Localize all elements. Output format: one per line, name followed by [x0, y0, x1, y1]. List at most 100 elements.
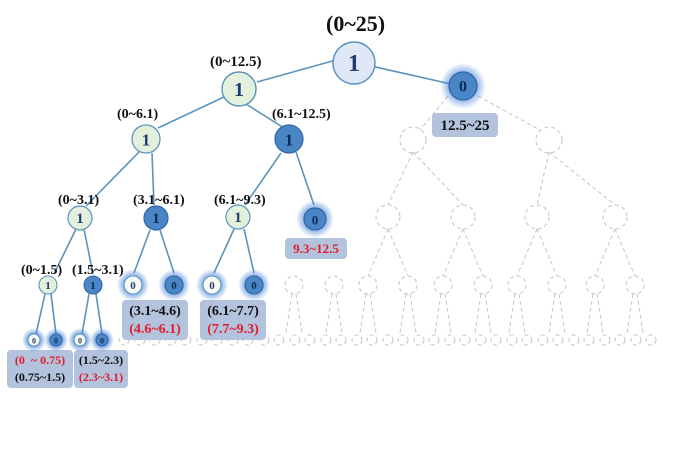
edge-61-31-61	[151, 152, 155, 206]
ghost-node	[324, 275, 344, 295]
ghost-edge	[409, 293, 417, 334]
node-15-23	[73, 333, 87, 347]
result-125-25: 12.5~25	[440, 118, 489, 134]
label-root-range: (0~25)	[326, 11, 385, 36]
tree-nodes: 1 1 0 1 1 1 1 1 0 1 1 0 0 0 0	[27, 41, 478, 347]
edge-root-right	[370, 65, 452, 85]
node-77-93	[244, 275, 264, 295]
ghost-leaf	[273, 334, 285, 346]
ghost-edge	[295, 293, 303, 334]
ghost-edge	[367, 228, 389, 277]
node-61-125	[274, 124, 304, 154]
node-61-77-value: 0	[209, 280, 215, 292]
node-15-31	[83, 275, 103, 295]
node-46-61-value: 0	[171, 280, 177, 292]
ghost-subtree	[284, 95, 645, 334]
ghost-leaf	[475, 334, 487, 346]
ghost-edge	[548, 293, 556, 334]
result-box-93-125	[285, 238, 347, 259]
node-0-075	[27, 333, 41, 347]
node-23-31-value: 0	[100, 337, 104, 346]
tree-edges	[35, 59, 452, 335]
ghost-leaf	[444, 334, 456, 346]
node-15-31-value: 1	[90, 280, 96, 292]
label-31-61: (3.1~6.1)	[133, 193, 185, 208]
ghost-edge	[536, 228, 558, 277]
node-0-15-value: 1	[45, 280, 51, 292]
ghost-leaf	[552, 334, 564, 346]
result-61-77: (6.1~7.7)	[207, 304, 259, 319]
ghost-edge	[419, 95, 449, 131]
ghost-edge	[325, 293, 333, 334]
node-125-25	[448, 71, 478, 101]
node-15-23-value: 0	[78, 337, 82, 346]
ghost-edge	[558, 293, 566, 334]
ghost-leaf	[506, 334, 518, 346]
label-0-61: (0~6.1)	[117, 107, 158, 122]
result-box-61-93	[200, 300, 266, 340]
ghost-node	[524, 204, 550, 230]
label-15-31: (1.5~3.1)	[72, 263, 124, 278]
ghost-edge	[594, 228, 616, 277]
edge-125-61-125	[245, 103, 285, 129]
label-61-125: (6.1~12.5)	[272, 107, 331, 122]
ghost-leaf	[397, 334, 409, 346]
ghost-node	[284, 275, 304, 295]
label-61-93: (6.1~9.3)	[214, 193, 266, 208]
edge-root-left	[256, 59, 337, 83]
ghost-leaf	[614, 334, 626, 346]
ghost-node	[399, 126, 427, 154]
node-0-31	[67, 205, 93, 231]
ghost-edge	[484, 293, 492, 334]
result-boxes	[7, 113, 498, 388]
result-box-15-31	[74, 350, 128, 388]
ghost-edge	[636, 293, 644, 334]
result-box-0-15	[7, 350, 73, 388]
result-46-61: (4.6~6.1)	[129, 322, 181, 337]
result-31-46: (3.1~4.6)	[129, 304, 181, 319]
edge-15-0075	[35, 293, 46, 335]
node-31-61	[143, 205, 169, 231]
ghost-edge	[442, 228, 464, 277]
ghost-edge	[462, 228, 484, 277]
node-0-125	[221, 71, 257, 107]
ghost-node	[450, 204, 476, 230]
ghost-node	[625, 275, 645, 295]
ghost-node	[398, 275, 418, 295]
ghost-leaf	[521, 334, 533, 346]
edge-6193-6177	[213, 228, 235, 274]
ghost-edge	[369, 293, 377, 334]
ghost-leaf	[413, 334, 425, 346]
ghost-leaf	[366, 334, 378, 346]
ghost-edge	[474, 293, 482, 334]
result-075-15: (0.75~1.5)	[15, 370, 65, 384]
node-61-77	[202, 275, 222, 295]
node-31-61-value: 1	[152, 211, 160, 227]
edge-61125-93125	[295, 151, 315, 206]
node-0-15	[38, 275, 58, 295]
node-0-125-value: 1	[234, 79, 244, 101]
ghost-leaf	[568, 334, 580, 346]
node-77-93-value: 0	[251, 280, 257, 292]
ghost-edge	[536, 151, 550, 206]
node-23-31	[95, 333, 109, 347]
edge-6193-7793	[243, 228, 255, 274]
result-box-31-61	[122, 300, 188, 340]
ghost-leaf	[459, 334, 471, 346]
ghost-node	[375, 204, 401, 230]
ghost-node	[535, 126, 563, 154]
edge-1531-1523	[81, 293, 90, 335]
ghost-edge	[586, 293, 594, 334]
node-31-46-value: 0	[130, 280, 136, 292]
label-0-125: (0~12.5)	[210, 54, 262, 70]
node-31-46	[123, 275, 143, 295]
result-labels: 12.5~25 9.3~12.5 (3.1~4.6) (4.6~6.1) (6.…	[15, 118, 490, 384]
ghost-leaf	[304, 334, 316, 346]
ghost-edge	[477, 95, 541, 131]
result-77-93: (7.7~9.3)	[207, 322, 259, 337]
result-box-125-25	[432, 113, 498, 137]
node-root	[332, 41, 376, 85]
node-0-31-value: 1	[76, 211, 84, 227]
ghost-edge	[387, 151, 414, 206]
